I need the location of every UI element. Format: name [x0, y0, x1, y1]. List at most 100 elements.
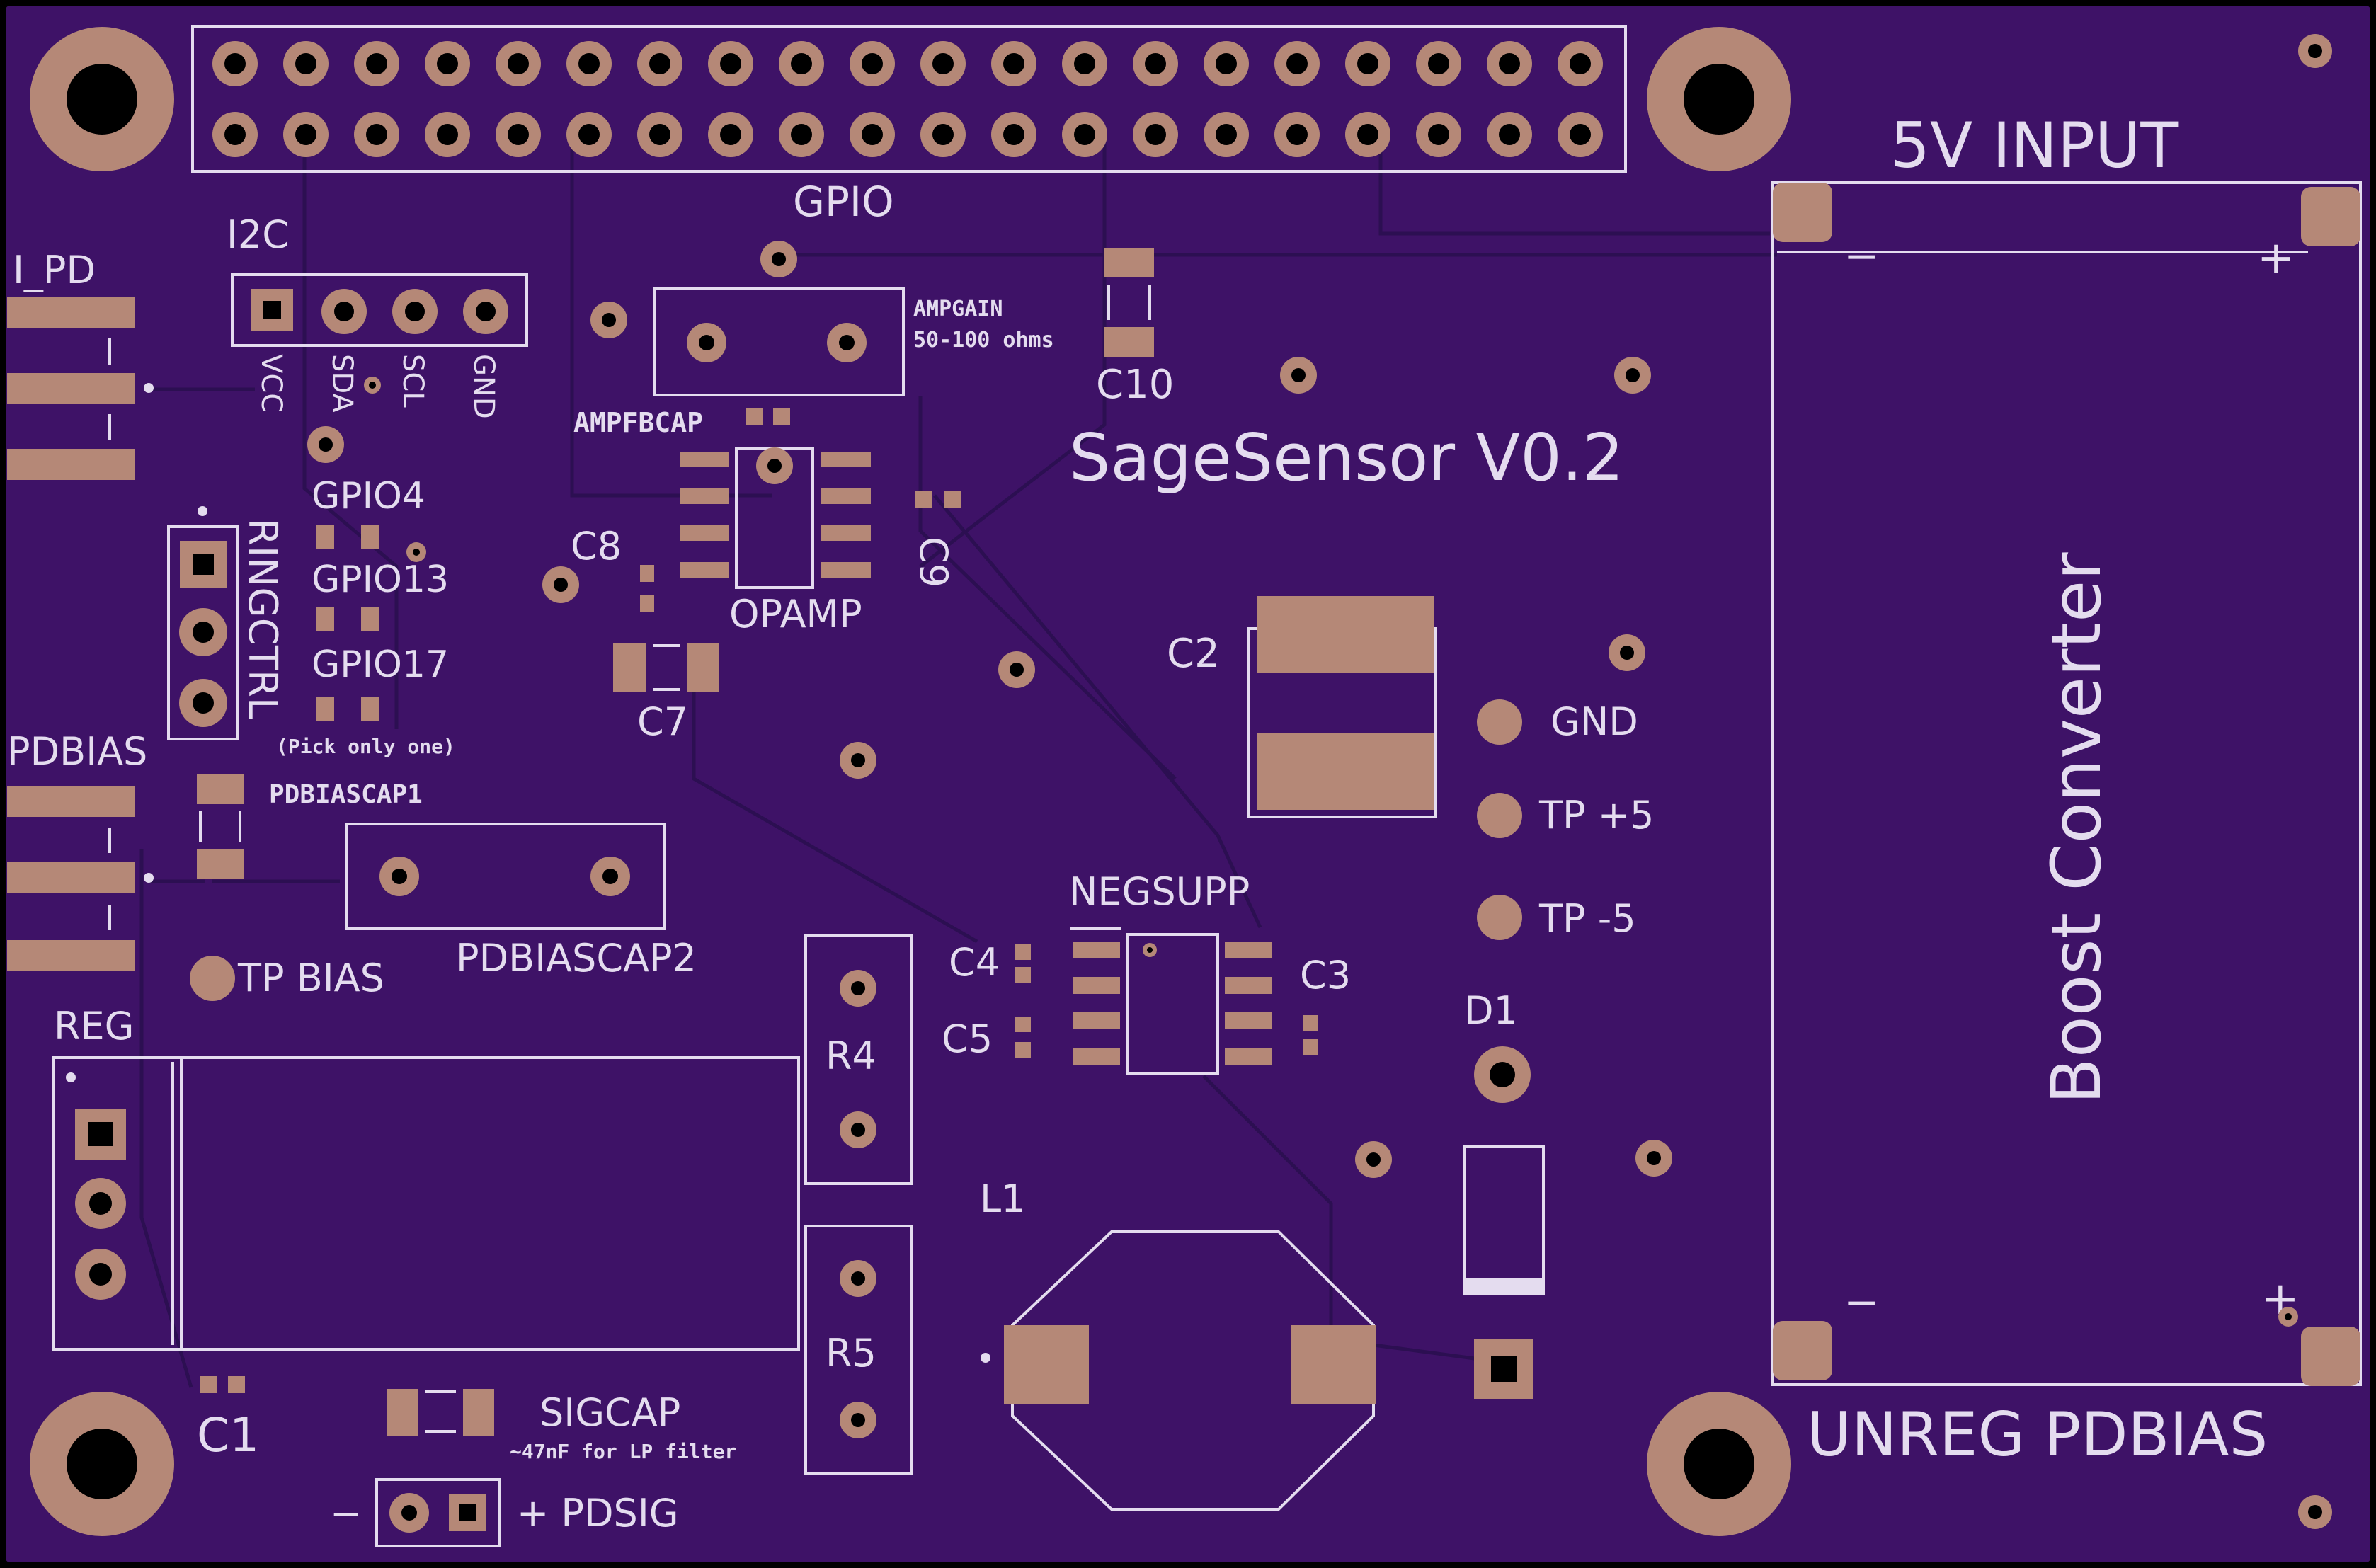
- c3-label: C3: [1300, 953, 1351, 997]
- gpio-pin-hole: [1286, 124, 1308, 145]
- gpio-pin-hole: [366, 124, 387, 145]
- gnd-label: GND: [1550, 699, 1638, 744]
- reg-label: REG: [54, 1004, 134, 1048]
- tp-m5-label: TP -5: [1538, 896, 1636, 941]
- gpio-pin-hole: [862, 53, 883, 74]
- gpio-pin-hole: [508, 124, 529, 145]
- reg-body-outline: [180, 1056, 800, 1351]
- pdsig-minus: −: [330, 1491, 362, 1535]
- tp-bias-label: TP BIAS: [237, 956, 384, 1000]
- boost-plus-top: +: [2257, 232, 2295, 285]
- pdsig-pins: [389, 1493, 486, 1533]
- gpio-pin-hole: [1357, 53, 1378, 74]
- c1-label: C1: [197, 1408, 259, 1463]
- c7-label: C7: [637, 699, 688, 744]
- boost-minus-top: −: [1844, 231, 1879, 281]
- five-v-input-label: 5V INPUT: [1890, 109, 2179, 182]
- gpio-pin-hole: [295, 124, 316, 145]
- gpio-pin-hole: [649, 53, 670, 74]
- gpio-label: GPIO: [793, 178, 894, 226]
- pdbiascap1-label: PDBIASCAP1: [269, 780, 423, 809]
- gpio-pin-hole: [1570, 124, 1591, 145]
- gpio-pin-hole: [932, 124, 954, 145]
- gpio-pin-hole: [1074, 53, 1095, 74]
- ampgain-note: 50-100 ohms: [913, 328, 1054, 353]
- tp-p5-test-point: [1477, 793, 1522, 838]
- gpio-pin-hole: [437, 53, 458, 74]
- gpio-pin-hole: [1003, 53, 1024, 74]
- gpio-pin-hole: [366, 53, 387, 74]
- gpio-pin-hole: [862, 124, 883, 145]
- opamp-label: OPAMP: [729, 592, 862, 636]
- gpio-pin-hole: [791, 53, 812, 74]
- reg-pins: [75, 1109, 126, 1300]
- c8-label: C8: [571, 524, 622, 568]
- gpio-pin-hole: [578, 124, 600, 145]
- i-pd-pads: [7, 297, 154, 480]
- gpio-pin-hole: [578, 53, 600, 74]
- gpio-pin-hole: [649, 124, 670, 145]
- r5-label: R5: [826, 1331, 876, 1375]
- sigcap-note: ~47nF for LP filter: [510, 1440, 736, 1463]
- gpio-pin-hole: [1428, 124, 1449, 145]
- i-pd-label: I_PD: [13, 248, 96, 292]
- gpio-pin-hole: [1074, 124, 1095, 145]
- gpio-pin-hole: [1428, 53, 1449, 74]
- gpio-pin-hole: [932, 53, 954, 74]
- gpio-pin-hole: [1003, 124, 1024, 145]
- tp-m5-test-point: [1477, 895, 1522, 940]
- gpio-pin-hole: [1499, 53, 1520, 74]
- boost-minus-bottom: −: [1844, 1278, 1879, 1327]
- d1-label: D1: [1464, 988, 1518, 1033]
- pick-only-one-note: (Pick only one): [276, 735, 455, 758]
- vias: [364, 34, 2332, 1529]
- c2-capacitor: [1247, 596, 1437, 818]
- sigcap-label: SIGCAP: [539, 1390, 680, 1435]
- ringctrl-pins: [179, 541, 227, 727]
- i2c-header-outline: [231, 273, 528, 347]
- pdsig-outline: [375, 1478, 501, 1547]
- gpio-jumpers: [316, 525, 426, 721]
- ringctrl-label: RINGCTRL: [239, 518, 285, 719]
- boost-outline: [1771, 181, 2362, 1386]
- mounting-holes: [30, 27, 1791, 1536]
- gpio-pin-hole: [224, 124, 246, 145]
- pdbias-pads: [7, 786, 154, 971]
- boost-pads: [1773, 183, 2360, 1386]
- gpio-pin-hole: [1216, 53, 1237, 74]
- r5-outline: [804, 1225, 913, 1475]
- pdsig-label: + PDSIG: [517, 1491, 679, 1535]
- pdbiascap2-label: PDBIASCAP2: [456, 936, 697, 980]
- r4-label: R4: [826, 1034, 876, 1078]
- gpio-pin-hole: [720, 124, 741, 145]
- c2-label: C2: [1167, 631, 1220, 677]
- board-title: SageSensor V0.2: [1069, 420, 1624, 496]
- i2c-label: I2C: [227, 212, 289, 257]
- pdbias-label: PDBIAS: [7, 729, 147, 774]
- gpio-header-pins: [212, 41, 1603, 157]
- gpio-pin-hole: [1145, 53, 1166, 74]
- gpio-pin-hole: [1145, 124, 1166, 145]
- gpio-pin-hole: [295, 53, 316, 74]
- negsupp-chip: [1073, 933, 1272, 1075]
- c9-label: C9: [911, 537, 956, 588]
- tp-bias-pad: [190, 956, 235, 1001]
- gpio-pin-hole: [1216, 124, 1237, 145]
- gpio-header-outline: [191, 25, 1627, 173]
- gpio-pin-hole: [437, 124, 458, 145]
- gpio-pin-hole: [1357, 124, 1378, 145]
- sigcap-pads: [387, 1389, 494, 1436]
- c4-label: C4: [949, 940, 1000, 985]
- c10-label: C10: [1096, 362, 1174, 408]
- c5-label: C5: [942, 1017, 993, 1061]
- i2c-pin-gnd: GND: [467, 354, 500, 419]
- gnd-test-point: [1477, 699, 1522, 745]
- ampgain-outline: [653, 287, 905, 396]
- c10-pads: [1104, 248, 1154, 357]
- gpio13-label: GPIO13: [312, 559, 449, 601]
- l1-label: L1: [980, 1177, 1025, 1221]
- i2c-pins: [251, 289, 508, 334]
- c7-pads: [613, 643, 719, 692]
- ampgain-label: AMPGAIN: [913, 297, 1003, 321]
- gpio-pin-hole: [508, 53, 529, 74]
